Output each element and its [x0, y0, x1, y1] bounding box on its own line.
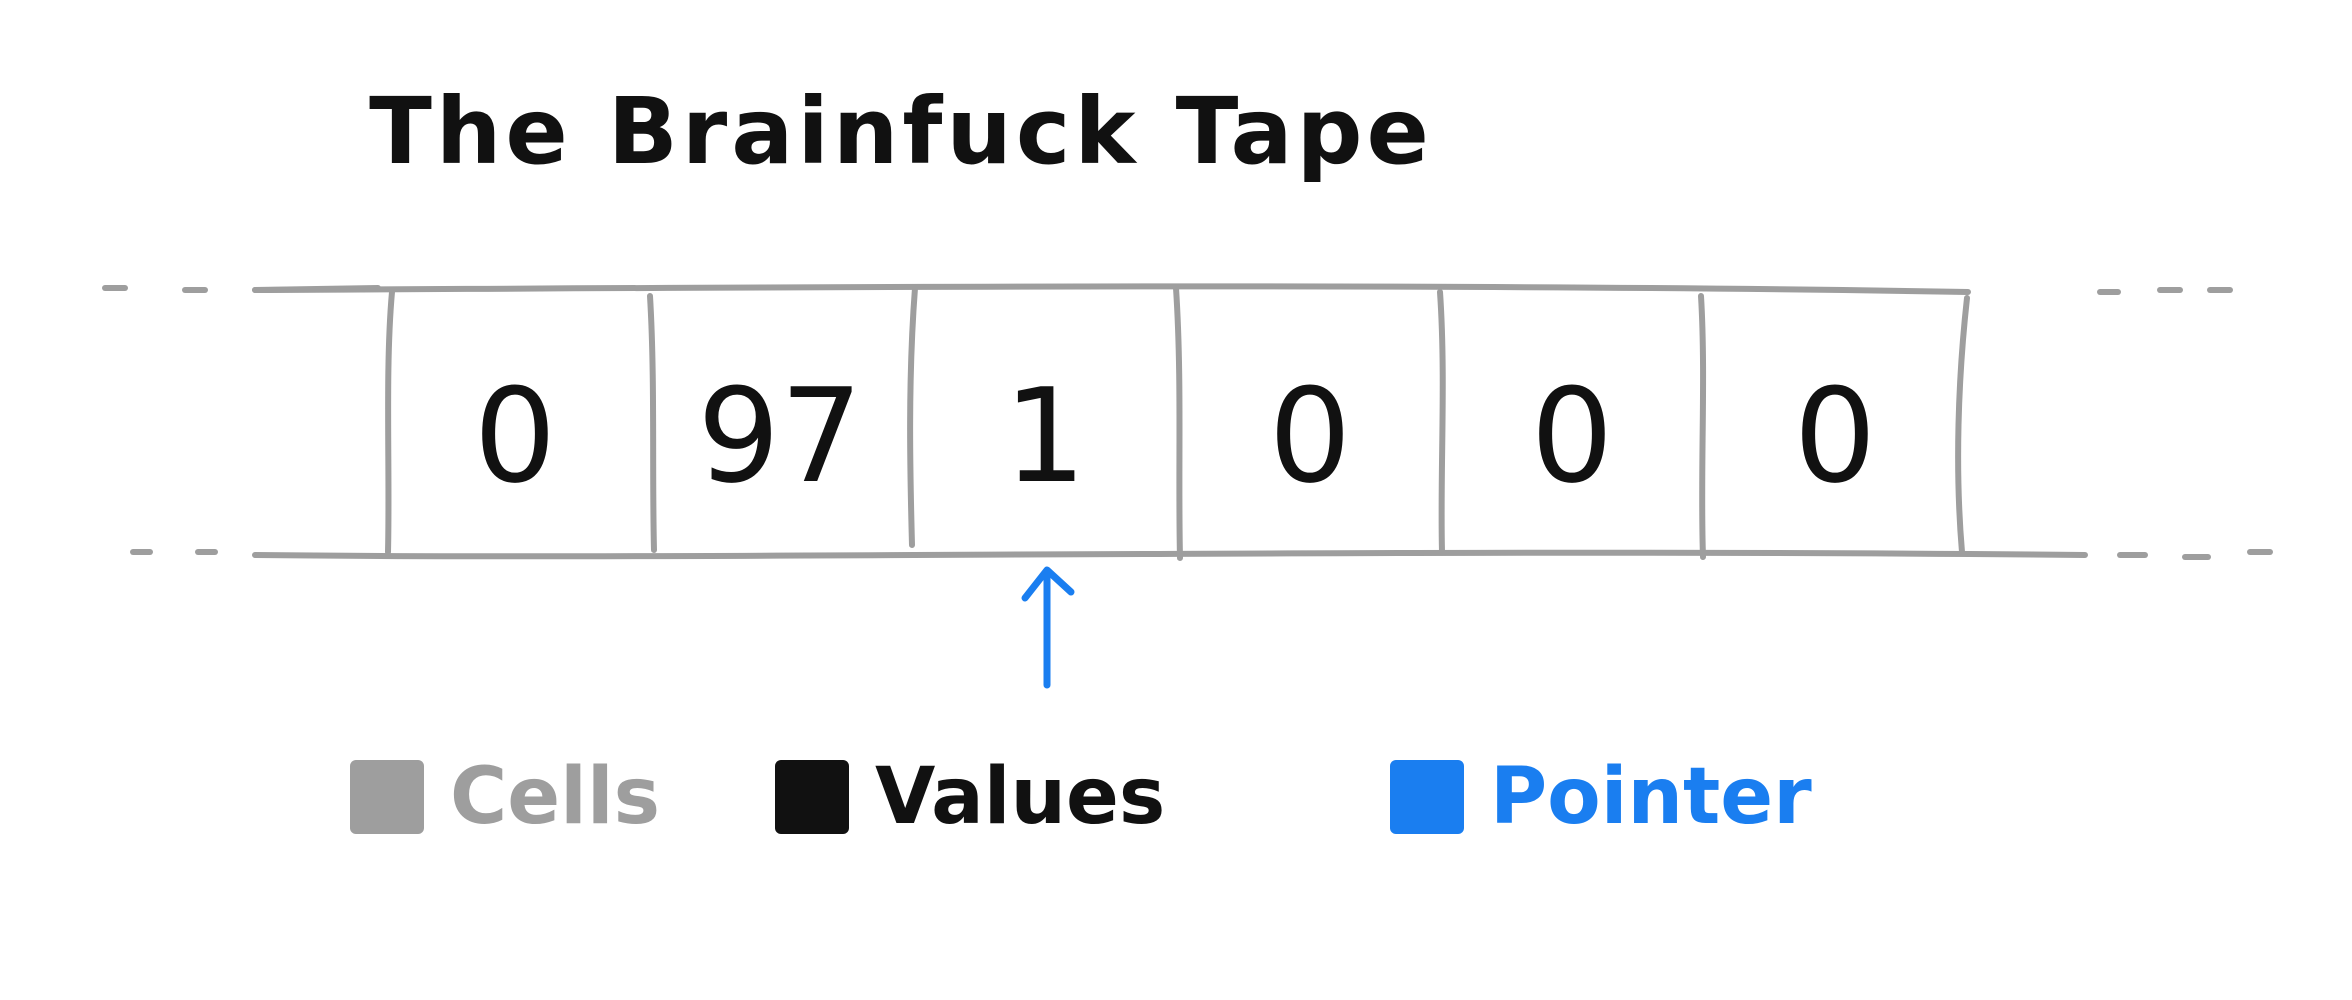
legend-item: Pointer [1390, 752, 1812, 842]
tape-bottom-border [130, 549, 2273, 560]
legend-label: Cells [450, 752, 661, 842]
legend-label: Pointer [1490, 752, 1812, 842]
legend-item: Cells [350, 752, 660, 842]
legend-swatch [350, 760, 424, 834]
pointer-arrow [1021, 566, 1075, 689]
cell-dividers [385, 285, 1970, 561]
cell-value: 97 [697, 360, 863, 512]
cell-value: 1 [1003, 360, 1087, 512]
legend-swatch [775, 760, 849, 834]
diagram-title: The Brainfuck Tape [369, 78, 1433, 185]
tape-top-border [102, 283, 2233, 295]
legend-swatch [1390, 760, 1464, 834]
legend-item: Values [775, 752, 1165, 842]
cell-value: 0 [1530, 360, 1614, 512]
cell-value: 0 [1793, 360, 1877, 512]
cell-value: 0 [1268, 360, 1352, 512]
cell-value: 0 [473, 360, 557, 512]
legend-label: Values [875, 752, 1166, 842]
